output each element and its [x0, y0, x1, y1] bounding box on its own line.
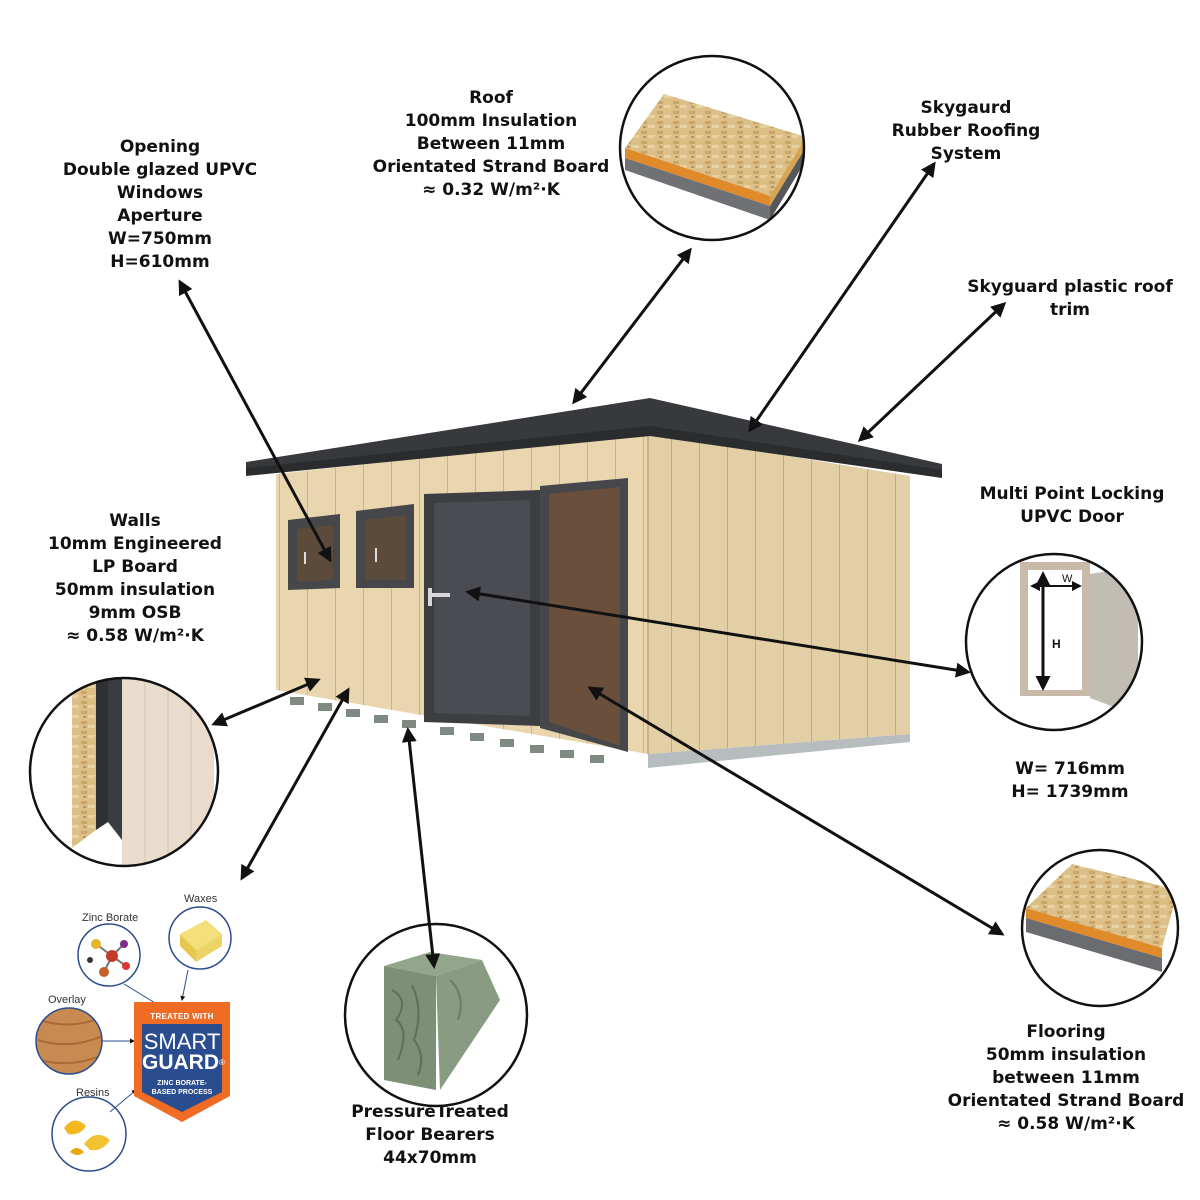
- door-label: Multi Point Locking UPVC Door: [979, 484, 1165, 527]
- door-dimensions-label: W= 716mm H= 1739mm: [1011, 759, 1129, 802]
- door-h-label: H: [1052, 637, 1061, 651]
- walls-label: Walls 10mm Engineered LP Board 50mm insu…: [48, 511, 222, 646]
- overlay-icon: [35, 1007, 103, 1075]
- bearer-callout: [343, 922, 529, 1108]
- arrow-roof: [572, 247, 692, 405]
- waxes-icon: [168, 906, 232, 970]
- window-right: [356, 504, 414, 588]
- arrow-door: [465, 586, 971, 678]
- smartguard-guard-row: GUARD®: [142, 1051, 225, 1075]
- zinc-borate-caption: Zinc Borate: [82, 912, 139, 924]
- arrow-flooring: [587, 686, 1005, 936]
- window-left: [288, 514, 340, 590]
- smartguard-footer-2: BASED PROCESS: [151, 1089, 213, 1096]
- door-leaf: [424, 490, 540, 726]
- arrow-trim: [857, 301, 1007, 443]
- overlay-caption: Overlay: [48, 994, 86, 1006]
- opening-label: Opening Double glazed UPVC Windows Apert…: [62, 137, 258, 272]
- zinc-borate-icon: [77, 923, 141, 987]
- arrow-bearers: [401, 727, 441, 969]
- resins-caption: Resins: [76, 1087, 110, 1099]
- shed: [246, 398, 942, 768]
- arrow-opening: [178, 279, 332, 563]
- arrow-smartguard: [240, 687, 350, 881]
- door-w-label: W: [1062, 573, 1073, 585]
- smartguard-guard: GUARD: [142, 1051, 219, 1074]
- roof-osb-callout: [618, 54, 806, 242]
- rubber-roofing-label: Skygaurd Rubber Roofing System: [891, 98, 1041, 164]
- flooring-label: Flooring 50mm insulation between 11mm Or…: [947, 1022, 1185, 1134]
- door-diagram-callout: W H: [964, 552, 1144, 732]
- flooring-callout: [1020, 848, 1180, 1008]
- side-wall: [648, 433, 910, 754]
- waxes-caption: Waxes: [184, 893, 218, 905]
- smartguard-registered: ®: [219, 1058, 225, 1067]
- roof-label: Roof 100mm Insulation Between 11mm Orien…: [372, 88, 610, 200]
- smartguard-treated-with: TREATED WITH: [150, 1012, 214, 1021]
- roof-trim-label: Skyguard plastic roof trim: [967, 277, 1173, 320]
- wall-layers-callout: [28, 676, 220, 868]
- smartguard-graphic: [35, 906, 232, 1172]
- resins-icon: [51, 1096, 127, 1172]
- smartguard-footer-1: ZINC BORATE-: [157, 1080, 207, 1087]
- arrow-rubber: [748, 161, 936, 433]
- roof: [246, 398, 942, 478]
- smartguard-badge: [134, 1002, 230, 1122]
- smartguard-smart: SMART: [143, 1029, 221, 1054]
- bearers-label: PressureTreated Floor Bearers 44x70mm: [351, 1102, 509, 1168]
- callout-arrows: [178, 161, 1007, 969]
